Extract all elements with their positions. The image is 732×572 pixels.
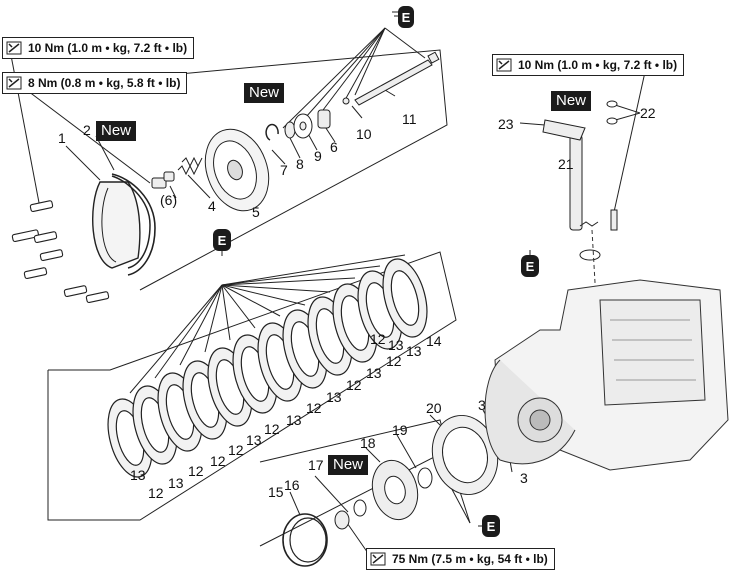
part-number: 1 — [58, 130, 66, 146]
grease-letter: E — [218, 233, 227, 248]
part-number: 13 — [366, 365, 382, 381]
part-number: 13 — [406, 343, 422, 359]
part-number: 11 — [402, 111, 417, 127]
part-number: 22 — [640, 105, 656, 121]
torque-spec-text: 10 Nm (1.0 m • kg, 7.2 ft • lb) — [518, 58, 678, 72]
part-number: 17 — [308, 457, 324, 473]
part-number: 7 — [280, 162, 288, 178]
engine-crankcase — [484, 279, 729, 471]
outline-upper-group — [59, 49, 448, 291]
grease-gun-icon: E — [392, 6, 414, 28]
part-number: 12 — [346, 377, 362, 393]
part-number: 6 — [330, 139, 338, 155]
pressure-plate — [204, 128, 270, 212]
part-number: 13 — [168, 475, 184, 491]
part-number: 10 — [356, 126, 372, 142]
torque-spec-hub-nut: 75 Nm (7.5 m • kg, 54 ft • lb) — [366, 548, 555, 570]
part-number: 13 — [388, 337, 404, 353]
push-lever-shaft — [542, 100, 618, 261]
part-number: 12 — [148, 485, 164, 501]
torque-spec-spring-bolts: 8 Nm (0.8 m • kg, 5.8 ft • lb) — [2, 72, 188, 94]
part-number: 9 — [314, 148, 322, 164]
pushrod-parts — [265, 97, 350, 141]
torque-wrench-icon — [370, 552, 386, 566]
part-number: 4 — [208, 198, 216, 214]
part-number: 13 — [326, 389, 342, 405]
part-number: 12 — [306, 400, 322, 416]
grease-letter: E — [402, 10, 411, 25]
new-badge-gasket: New — [96, 121, 137, 141]
part-number: 20 — [426, 400, 442, 416]
grease-letter: E — [487, 519, 496, 534]
grease-gun-icon: E — [213, 229, 231, 256]
new-badge-lockwasher: New — [328, 455, 369, 475]
part-number: 15 — [268, 484, 284, 500]
part-number: 18 — [360, 435, 376, 451]
clutch-hub-parts — [282, 414, 499, 567]
new-badge-lever: New — [551, 91, 592, 111]
grease-gun-icon: E — [478, 515, 500, 537]
part-number: 12 — [210, 453, 226, 469]
part-number: 13 — [246, 432, 262, 448]
new-badge-circlip: New — [244, 83, 285, 103]
part-number: 3 — [520, 470, 528, 486]
outline-plate-group — [47, 251, 457, 521]
part-number: 14 — [426, 333, 442, 349]
torque-wrench-icon — [496, 58, 512, 72]
part-number: 13 — [286, 412, 302, 428]
part-number: (6) — [160, 192, 178, 208]
part-number: 23 — [498, 116, 514, 132]
part-number: 3 — [478, 397, 486, 413]
cover-gasket — [111, 173, 156, 276]
part-number: 12 — [188, 463, 204, 479]
part-number: 12 — [370, 331, 386, 347]
torque-spec-text: 10 Nm (1.0 m • kg, 7.2 ft • lb) — [28, 41, 188, 55]
clutch-cover — [92, 175, 151, 269]
torque-spec-text: 8 Nm (0.8 m • kg, 5.8 ft • lb) — [28, 76, 181, 90]
cover-bolts — [11, 200, 110, 304]
torque-spec-text: 75 Nm (7.5 m • kg, 54 ft • lb) — [392, 552, 548, 566]
spring-bolts — [151, 156, 203, 189]
part-number: 12 — [264, 421, 280, 437]
part-number: 8 — [296, 156, 304, 172]
torque-spec-cover-bolts: 10 Nm (1.0 m • kg, 7.2 ft • lb) — [2, 37, 195, 59]
part-number: 12 — [228, 442, 244, 458]
part-number: 21 — [558, 156, 574, 172]
part-number: 5 — [252, 204, 260, 220]
part-number: 16 — [284, 477, 300, 493]
torque-wrench-icon — [6, 76, 22, 90]
torque-wrench-icon — [6, 41, 22, 55]
part-number: 13 — [130, 467, 146, 483]
clutch-plates — [107, 258, 428, 478]
part-number: 12 — [386, 353, 402, 369]
torque-spec-lever-bolt: 10 Nm (1.0 m • kg, 7.2 ft • lb) — [492, 54, 685, 76]
push-rod — [354, 51, 440, 106]
grease-leaders-plates — [129, 254, 406, 394]
part-number: 19 — [392, 422, 408, 438]
grease-letter: E — [526, 259, 535, 274]
grease-gun-icon: E — [521, 250, 539, 277]
part-number: 2 — [83, 122, 91, 138]
